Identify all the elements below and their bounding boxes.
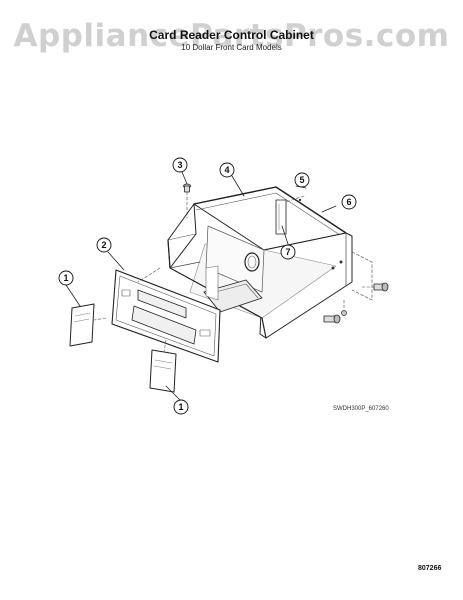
label-insert-bottom bbox=[149, 349, 177, 393]
callout-4: 4 bbox=[224, 165, 229, 175]
callout-numbers: 1 1 2 3 4 5 6 7 bbox=[63, 160, 351, 412]
callout-circles bbox=[58, 157, 357, 415]
callout-circle-2 bbox=[96, 237, 112, 253]
label-insert-left bbox=[69, 303, 95, 347]
front-panel-display-window bbox=[131, 305, 197, 345]
cabinet-left-wall bbox=[167, 203, 197, 269]
alignment-lines bbox=[93, 195, 305, 353]
callout-circle-5 bbox=[294, 172, 310, 188]
diagram-title: Card Reader Control Cabinet bbox=[149, 28, 314, 42]
watermark-text: AppliancePartsPros.com bbox=[13, 18, 450, 54]
callout-circle-1b bbox=[173, 399, 189, 415]
callout-1a: 1 bbox=[63, 273, 68, 283]
callout-circle-6 bbox=[341, 194, 357, 210]
page-number: 807266 bbox=[418, 565, 442, 572]
callout-leaders bbox=[65, 171, 337, 401]
callout-circle-1a bbox=[58, 270, 74, 286]
callout-3: 3 bbox=[177, 160, 182, 170]
callout-6: 6 bbox=[346, 197, 351, 207]
side-mounting-bolts bbox=[323, 282, 389, 324]
callout-5: 5 bbox=[299, 175, 304, 185]
callout-circle-4 bbox=[219, 162, 235, 178]
callout-1b: 1 bbox=[178, 402, 183, 412]
back-wall-bracket bbox=[275, 199, 287, 235]
fastener-screw bbox=[183, 183, 191, 219]
callout-circle-7 bbox=[280, 244, 296, 260]
card-tray bbox=[203, 279, 263, 313]
cabinet-body bbox=[167, 186, 373, 339]
front-panel-upper-window bbox=[137, 289, 187, 319]
interior-divider bbox=[205, 225, 265, 293]
drawing-code: SWDH300P_607260 bbox=[333, 406, 389, 412]
callout-2: 2 bbox=[101, 240, 106, 250]
cabinet-round-opening bbox=[244, 252, 260, 272]
callout-7: 7 bbox=[285, 247, 290, 257]
cabinet-top-rim bbox=[193, 186, 347, 234]
callout-circle-3 bbox=[172, 157, 188, 173]
front-panel bbox=[111, 269, 221, 363]
diagram-subtitle: 10 Dollar Front Card Models bbox=[181, 43, 282, 52]
